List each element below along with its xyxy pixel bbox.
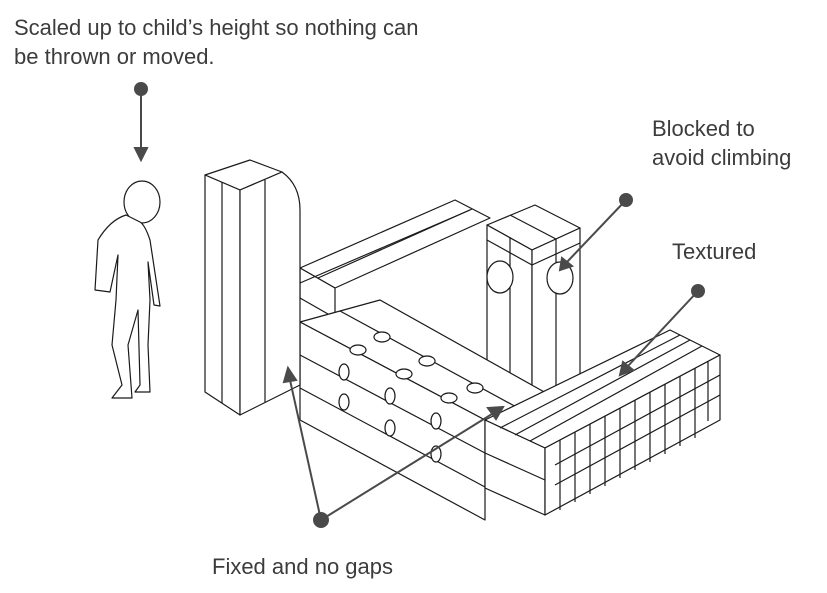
label-line: be thrown or moved. (14, 44, 215, 69)
child-figure (94, 180, 161, 399)
left-pillar (204, 159, 301, 416)
beam-knobs (338, 331, 484, 463)
textured-block (484, 329, 721, 516)
label-line: avoid climbing (652, 145, 792, 170)
right-posts (486, 204, 581, 421)
arrow-height (133, 82, 149, 163)
blocking-knob (486, 260, 514, 294)
label-textured: Textured (672, 239, 757, 264)
front-beam (299, 299, 556, 521)
arrow-textured (618, 284, 705, 377)
arrow-blocked (558, 193, 633, 272)
label-blocked: Blocked to avoid climbing (652, 114, 791, 172)
arrow-fixed (282, 365, 505, 528)
label-scaled-height: Scaled up to child’s height so nothing c… (14, 13, 418, 71)
label-line: Scaled up to child’s height so nothing c… (14, 15, 419, 40)
blocking-knob (546, 261, 574, 295)
back-beam (299, 199, 491, 319)
label-fixed: Fixed and no gaps (212, 554, 394, 579)
label-line: Blocked to (652, 116, 755, 141)
